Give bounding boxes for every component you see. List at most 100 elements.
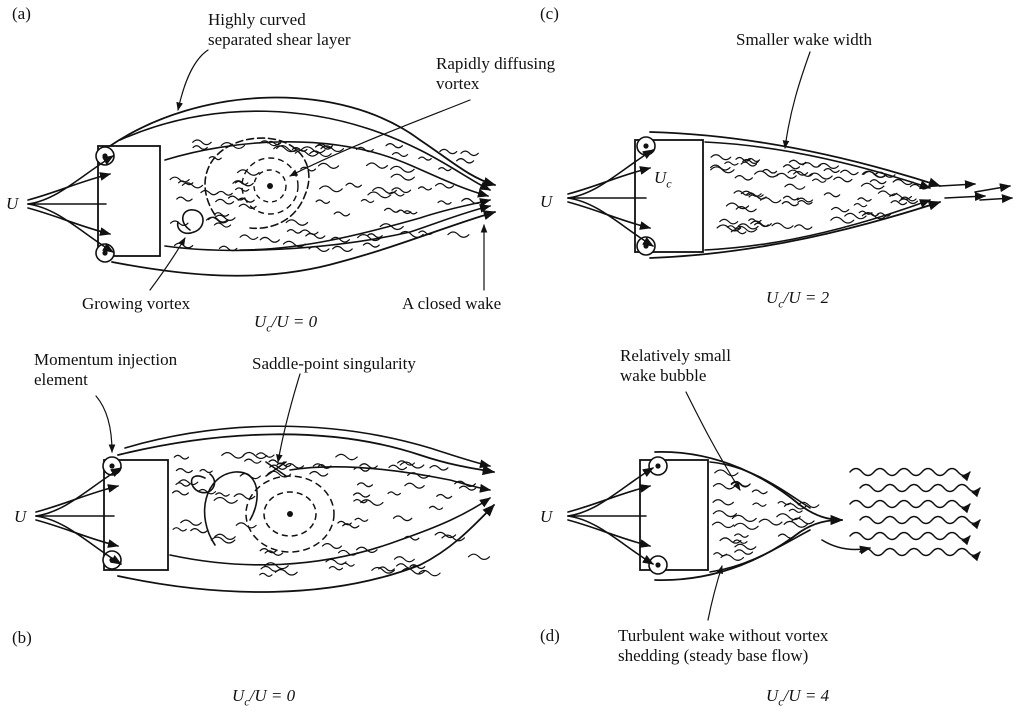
turbulence-c bbox=[720, 219, 738, 223]
turbulence-b bbox=[326, 559, 346, 564]
turbulence-b bbox=[245, 459, 261, 463]
condition-a-main: U bbox=[254, 312, 266, 331]
turbulence-c bbox=[785, 184, 805, 189]
turbulence-a bbox=[385, 208, 400, 212]
turbulence-a bbox=[287, 230, 301, 234]
turbulence-c bbox=[783, 196, 798, 200]
turbulence-a bbox=[221, 143, 244, 149]
turbulence-b bbox=[310, 472, 328, 476]
turbulence-c bbox=[795, 225, 812, 229]
panel-b-tag: (b) bbox=[12, 628, 32, 648]
turbulent-wake-d-0 bbox=[850, 469, 970, 476]
turbulence-c bbox=[711, 155, 731, 160]
turbulence-b bbox=[176, 469, 192, 473]
turbulent-wake-label: Turbulent wake without vortex shedding (… bbox=[618, 626, 828, 666]
turbulence-d-bubble bbox=[735, 544, 756, 549]
shear-layer-b-bottom bbox=[118, 505, 494, 592]
momentum-injection-line-1: Momentum injection bbox=[34, 350, 177, 370]
panel-a-sketch bbox=[28, 50, 495, 290]
turbulence-b bbox=[240, 474, 260, 479]
condition-d-rest: /U = 4 bbox=[784, 686, 829, 705]
turbulence-c bbox=[824, 193, 839, 197]
turbulence-a bbox=[386, 144, 402, 148]
turbulence-b bbox=[400, 462, 424, 468]
turbulence-b bbox=[437, 494, 452, 498]
turbulence-b bbox=[429, 506, 442, 509]
turbulence-b bbox=[394, 557, 414, 562]
turbulence-d-bubble bbox=[752, 490, 767, 494]
turbulence-a bbox=[177, 197, 192, 201]
turbulence-a bbox=[440, 149, 457, 153]
condition-a-rest: /U = 0 bbox=[272, 312, 317, 331]
turbulence-c bbox=[890, 194, 912, 199]
diffusing-vortex-line-2: vortex bbox=[436, 74, 555, 94]
saddle-point-label: Saddle-point singularity bbox=[252, 354, 416, 374]
turbulence-d-bubble bbox=[734, 523, 758, 529]
leader-saddle-point bbox=[278, 374, 300, 462]
turbulence-b bbox=[455, 481, 476, 486]
turbulence-b bbox=[435, 532, 455, 537]
turbulence-a bbox=[193, 140, 211, 145]
momentum-injection-label: Momentum injection element bbox=[34, 350, 177, 390]
vortex-a-core bbox=[267, 183, 273, 189]
turbulence-a bbox=[367, 234, 382, 238]
turbulence-c bbox=[832, 207, 849, 211]
streamline-c-1 bbox=[705, 142, 930, 188]
turbulence-c bbox=[782, 202, 798, 206]
turbulence-a bbox=[309, 246, 329, 251]
rotor-d-top-hub bbox=[655, 463, 660, 468]
turbulence-a bbox=[319, 163, 339, 168]
turbulence-a bbox=[240, 235, 258, 239]
turbulence-d-bubble bbox=[759, 519, 782, 525]
diffusing-vortex-label: Rapidly diffusing vortex bbox=[436, 54, 555, 94]
panel-c-sketch bbox=[568, 52, 1012, 258]
streamline-b-4 bbox=[205, 472, 258, 545]
turbulence-b bbox=[265, 551, 283, 555]
wake-bubble-line-2: wake bubble bbox=[620, 366, 731, 386]
turbulent-wake-d-3 bbox=[860, 517, 980, 524]
turbulence-b bbox=[214, 497, 237, 503]
shear-layer-line-2: separated shear layer bbox=[208, 30, 351, 50]
rotor-c-bottom-hub bbox=[643, 243, 648, 248]
turbulence-d-bubble bbox=[732, 515, 756, 521]
turbulence-a bbox=[457, 159, 474, 163]
rotor-c-top-hub bbox=[643, 143, 648, 148]
turbulence-b bbox=[430, 466, 448, 470]
leader-wake-width bbox=[785, 52, 810, 148]
condition-d: Uc/U = 4 bbox=[766, 686, 829, 711]
turbulence-a bbox=[239, 204, 256, 208]
leader-shear-layer bbox=[178, 50, 208, 110]
diffusing-vortex-line-1: Rapidly diffusing bbox=[436, 54, 555, 74]
turbulence-b bbox=[329, 567, 342, 570]
turbulence-b bbox=[393, 516, 411, 521]
condition-c-main: U bbox=[766, 288, 778, 307]
panel-a-tag: (a) bbox=[12, 4, 31, 24]
turbulence-b bbox=[191, 529, 207, 533]
turbulence-c bbox=[809, 173, 832, 179]
turbulence-a bbox=[216, 199, 234, 203]
condition-d-main: U bbox=[766, 686, 778, 705]
wake-c-3 bbox=[975, 186, 1010, 192]
wake-bubble-label: Relatively small wake bubble bbox=[620, 346, 731, 386]
shear-layer-a-bottom bbox=[112, 212, 495, 276]
turbulence-a bbox=[201, 190, 218, 194]
turbulence-a bbox=[389, 192, 404, 196]
turbulence-d-bubble bbox=[789, 509, 802, 512]
surface-velocity-label: Uc bbox=[654, 168, 672, 193]
wake-width-label: Smaller wake width bbox=[736, 30, 872, 50]
wake-c-2 bbox=[945, 196, 985, 198]
freestream-label-b: U bbox=[14, 507, 26, 527]
turbulence-a bbox=[363, 243, 379, 247]
turbulence-c bbox=[834, 177, 852, 182]
turbulence-a bbox=[392, 153, 407, 157]
wake-c-4 bbox=[980, 198, 1012, 200]
growing-vortex-a bbox=[178, 210, 203, 233]
shear-layer-line-1: Highly curved bbox=[208, 10, 351, 30]
turbulence-c bbox=[784, 165, 800, 169]
turbulence-a bbox=[391, 174, 414, 180]
turbulence-b bbox=[354, 493, 370, 497]
turbulence-b bbox=[339, 550, 358, 555]
turbulent-wake-d-1 bbox=[860, 485, 980, 492]
condition-b: Uc/U = 0 bbox=[232, 686, 295, 711]
panel-c-tag: (c) bbox=[540, 4, 559, 24]
